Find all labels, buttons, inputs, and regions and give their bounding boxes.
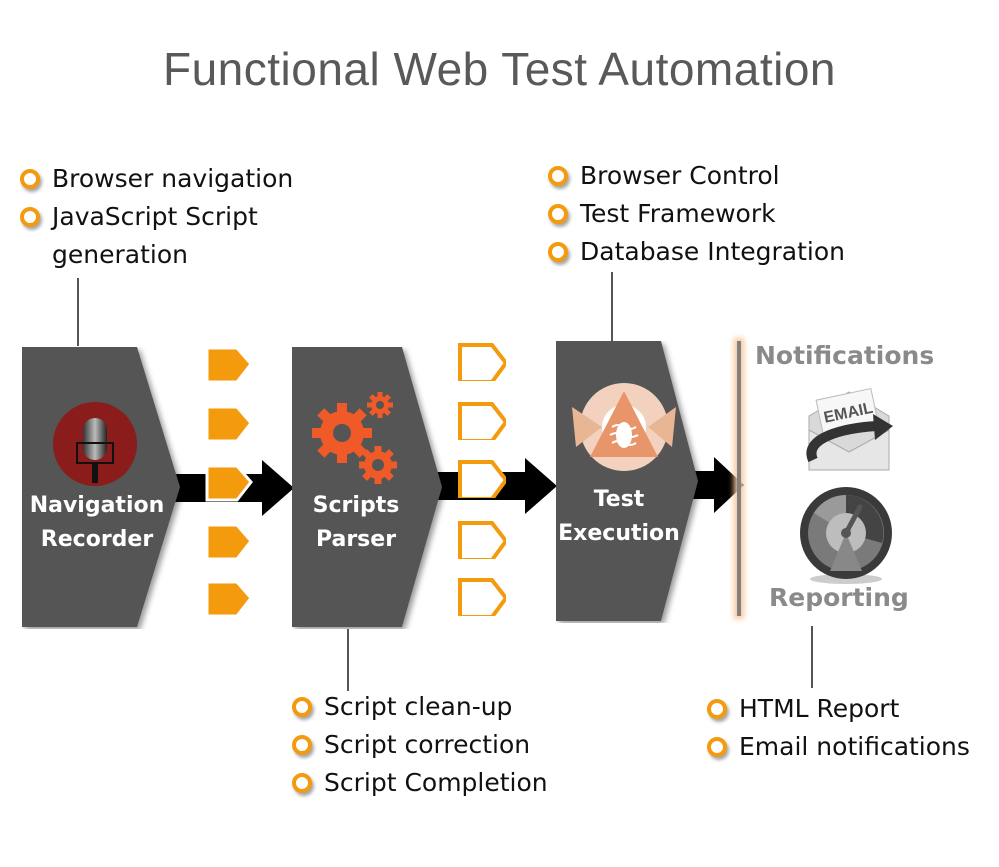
connector-line bbox=[347, 629, 349, 691]
script-tag-icon bbox=[205, 405, 253, 443]
script-tag-icon bbox=[458, 460, 506, 498]
bullet-icon bbox=[707, 737, 727, 757]
note-item: Database Integration bbox=[548, 233, 868, 271]
bullet-icon bbox=[548, 166, 568, 186]
note-item: Email notifications bbox=[707, 728, 997, 766]
recorder-notes: Browser navigation JavaScript Script gen… bbox=[20, 160, 320, 274]
stage-label: Scripts Parser bbox=[312, 493, 400, 552]
note-item: Script correction bbox=[292, 726, 592, 764]
microphone-icon bbox=[53, 402, 137, 486]
reporting-notes: HTML Report Email notifications bbox=[707, 690, 997, 766]
bullet-icon bbox=[707, 699, 727, 719]
script-tag-icon bbox=[458, 578, 506, 616]
script-tag-icon bbox=[205, 464, 253, 502]
output-divider bbox=[737, 341, 741, 616]
bullet-icon bbox=[20, 207, 40, 227]
stage-label: Test Execution bbox=[558, 487, 680, 546]
parser-notes: Script clean-up Script correction Script… bbox=[292, 688, 592, 802]
bullet-icon bbox=[292, 735, 312, 755]
script-tag-icon bbox=[458, 343, 506, 381]
note-item: Browser navigation bbox=[20, 160, 320, 198]
gears-icon bbox=[312, 392, 397, 484]
email-icon: EMAIL bbox=[806, 387, 893, 471]
note-item: Test Framework bbox=[548, 195, 868, 233]
reporting-heading: Reporting bbox=[769, 583, 909, 612]
flow-arrow bbox=[688, 457, 744, 513]
notifications-heading: Notifications bbox=[755, 341, 935, 370]
connector-line bbox=[811, 626, 813, 688]
execution-notes: Browser Control Test Framework Database … bbox=[548, 157, 868, 271]
script-tag-icon bbox=[205, 580, 253, 618]
diagram-title: Functional Web Test Automation bbox=[162, 43, 836, 95]
gauge-icon bbox=[800, 487, 892, 584]
script-tag-icon bbox=[458, 521, 506, 559]
script-tag-icon bbox=[205, 346, 253, 384]
bullet-icon bbox=[292, 773, 312, 793]
bullet-icon bbox=[292, 697, 312, 717]
stage-navigation-recorder: Navigation Recorder bbox=[22, 347, 202, 629]
bullet-icon bbox=[548, 242, 568, 262]
note-item: Script clean-up bbox=[292, 688, 592, 726]
note-item: Browser Control bbox=[548, 157, 868, 195]
note-item: JavaScript Script generation bbox=[20, 198, 302, 274]
stage-label: Navigation Recorder bbox=[29, 493, 165, 552]
bullet-icon bbox=[548, 204, 568, 224]
stage-test-execution: Test Execution bbox=[556, 341, 736, 623]
script-tag-icon bbox=[205, 523, 253, 561]
connector-line bbox=[77, 278, 79, 346]
bullet-icon bbox=[20, 169, 40, 189]
stage-scripts-parser: Scripts Parser bbox=[292, 347, 472, 629]
note-item: Script Completion bbox=[292, 764, 592, 802]
bug-cycle-icon bbox=[572, 383, 676, 471]
connector-line bbox=[611, 272, 613, 342]
script-tag-icon bbox=[458, 402, 506, 440]
note-item: HTML Report bbox=[707, 690, 997, 728]
